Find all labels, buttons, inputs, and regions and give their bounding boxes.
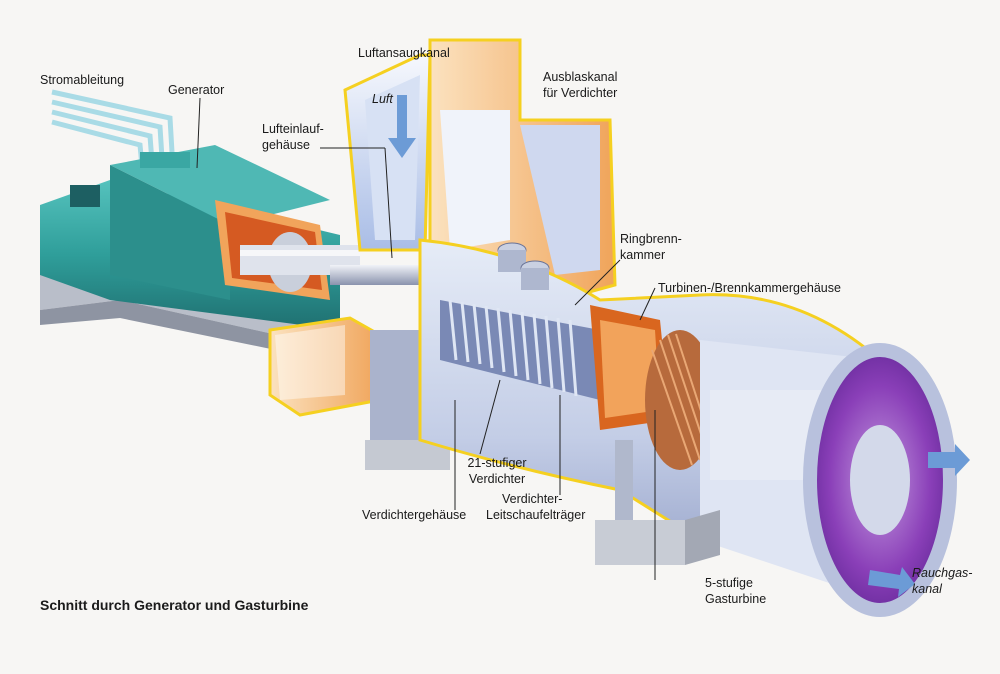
label-gasturbine-1: 5-stufige: [705, 576, 753, 590]
leader-lines: [196, 97, 656, 580]
fuel-valves: [497, 242, 550, 290]
label-rauchgas-2: kanal: [912, 582, 942, 596]
turbine-rotor: [645, 330, 715, 470]
figure-caption: Schnitt durch Generator und Gasturbine: [40, 597, 309, 613]
exhaust-diffuser: [700, 340, 957, 617]
turbine-support: [595, 440, 720, 565]
label-21-stufiger-1: 21-stufiger: [467, 456, 527, 470]
label-luft: Luft: [372, 92, 393, 106]
air-flow-arrow: [388, 95, 416, 158]
label-lufteinlauf-2: gehäuse: [262, 138, 310, 152]
label-lufteinlauf-1: Lufteinlauf-: [262, 122, 324, 136]
compressor-blowoff-duct: [428, 38, 617, 302]
label-leitschaufel-2: Leitschaufelträger: [486, 508, 586, 522]
label-21-stufiger-2: Verdichter: [468, 472, 526, 486]
label-luftansaugkanal: Luftansaugkanal: [358, 46, 450, 60]
label-turbinengehaeuse: Turbinen-/Brennkammergehäuse: [658, 281, 841, 295]
label-ausblaskanal-1: Ausblaskanal: [543, 70, 618, 84]
exhaust-arrows: [868, 444, 970, 597]
compressor-blades: [440, 299, 600, 400]
label-stromableitung: Stromableitung: [40, 73, 125, 87]
label-verdichtergehaeuse: Verdichtergehäuse: [362, 508, 467, 522]
label-gasturbine-2: Gasturbine: [705, 592, 767, 606]
label-ringbrenn-1: Ringbrenn-: [620, 232, 682, 246]
label-rauchgas-1: Rauchgas-: [912, 566, 973, 580]
label-leitschaufel-1: Verdichter-: [502, 492, 563, 506]
generator: [40, 145, 360, 330]
air-intake-duct: [343, 53, 432, 252]
air-outlet-duct-lower: [268, 316, 382, 417]
label-ringbrenn-2: kammer: [620, 248, 666, 262]
label-generator: Generator: [168, 83, 225, 97]
label-ausblaskanal-2: für Verdichter: [543, 86, 618, 100]
